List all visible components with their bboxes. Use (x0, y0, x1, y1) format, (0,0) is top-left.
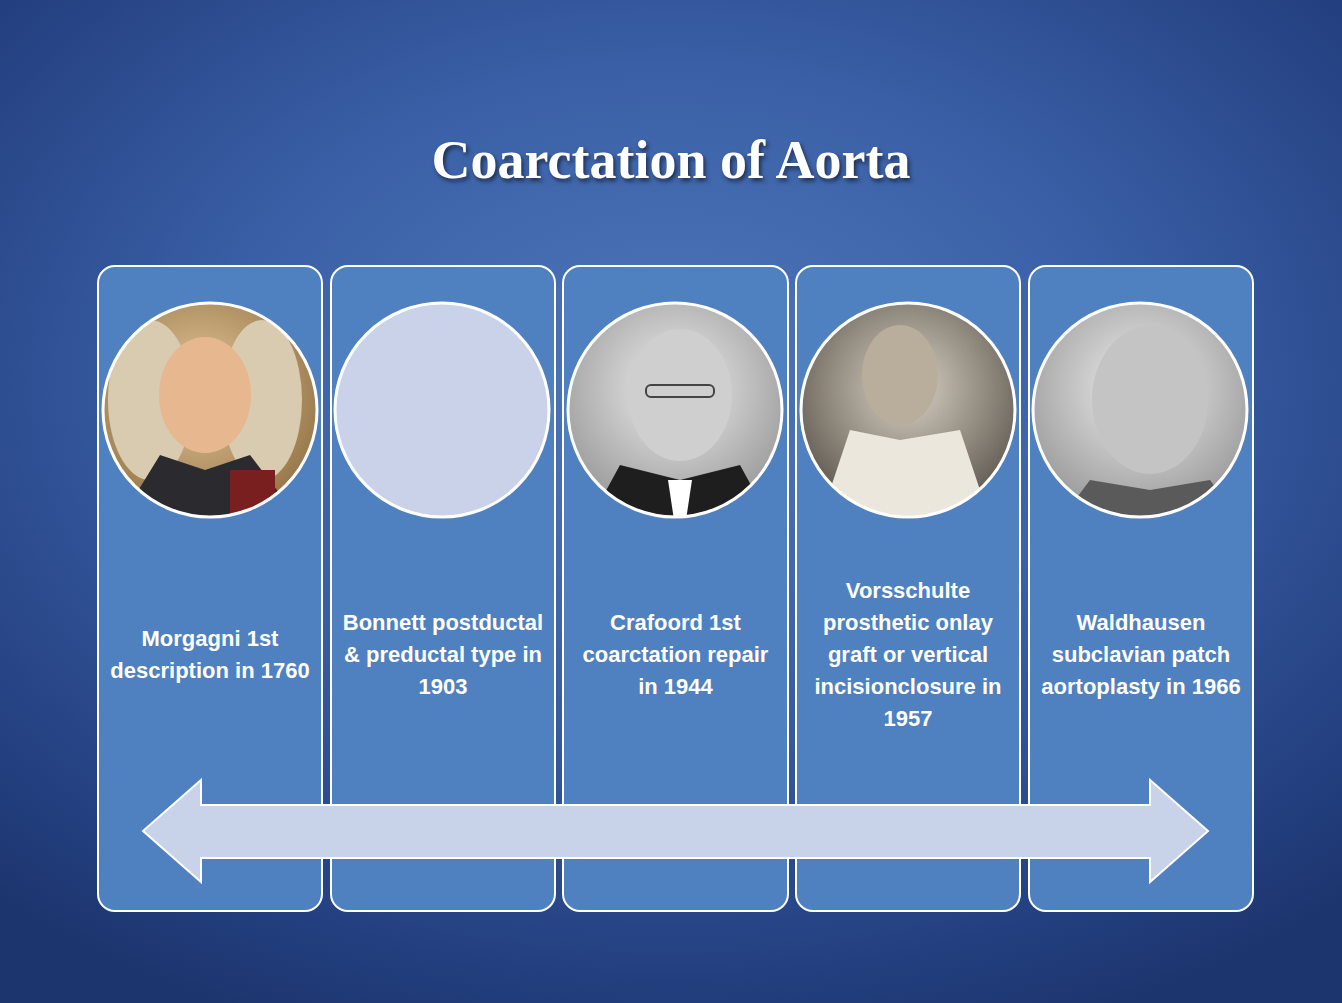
event-text: Bonnett postductal & preductal type in 1… (332, 607, 554, 703)
portrait-frame (801, 303, 1015, 517)
portrait-frame (1033, 303, 1247, 517)
event-text: Crafoord 1st coarctation repair in 1944 (564, 607, 787, 703)
slide-title: Coarctation of Aorta (0, 128, 1342, 192)
timeline-panel: Crafoord 1st coarctation repair in 1944 (562, 265, 789, 912)
portrait-frame (568, 303, 782, 517)
portrait (100, 300, 320, 520)
panel-body: Waldhausen subclavian patch aortoplasty … (1030, 522, 1252, 787)
timeline-arrow (143, 780, 1208, 882)
panel-body: Vorsschulte prosthetic onlay graft or ve… (797, 522, 1019, 787)
portrait (1030, 300, 1250, 520)
event-text: Morgagni 1st description in 1760 (99, 623, 321, 687)
timeline-panel: Waldhausen subclavian patch aortoplasty … (1028, 265, 1254, 912)
panel-body: Bonnett postductal & preductal type in 1… (332, 522, 554, 787)
portrait-frame (103, 303, 317, 517)
panel-body: Morgagni 1st description in 1760 (99, 522, 321, 787)
event-text: Vorsschulte prosthetic onlay graft or ve… (797, 575, 1019, 735)
event-text: Waldhausen subclavian patch aortoplasty … (1030, 607, 1252, 703)
portrait (565, 300, 785, 520)
panel-body: Crafoord 1st coarctation repair in 1944 (564, 522, 787, 787)
portrait-placeholder (335, 303, 549, 517)
portrait (798, 300, 1018, 520)
timeline-panel: Bonnett postductal & preductal type in 1… (330, 265, 556, 912)
timeline-panel: Morgagni 1st description in 1760 (97, 265, 323, 912)
timeline-panel: Vorsschulte prosthetic onlay graft or ve… (795, 265, 1021, 912)
